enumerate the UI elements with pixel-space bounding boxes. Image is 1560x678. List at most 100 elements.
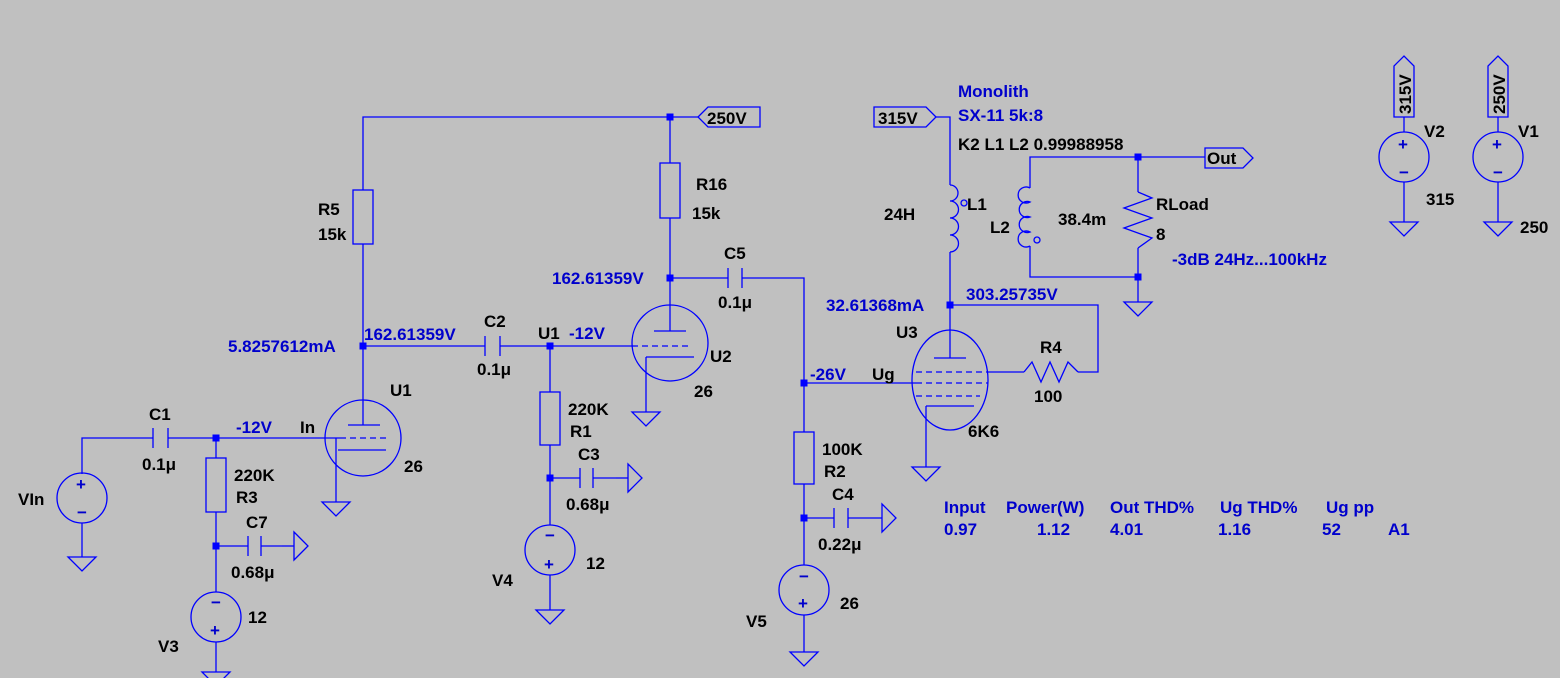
c3-name: C3 xyxy=(578,445,600,464)
net-flag-out-label: Out xyxy=(1207,149,1237,168)
svg-text:+: + xyxy=(798,594,808,613)
u3-current: 32.61368mA xyxy=(826,296,924,315)
capacitor-c5[interactable] xyxy=(727,268,743,288)
u1-grid-voltage: -12V xyxy=(236,418,273,437)
u3-value: 6K6 xyxy=(968,422,999,441)
net-flag-v1[interactable]: 250V xyxy=(1487,55,1509,118)
results-value: 1.16 xyxy=(1218,520,1251,539)
rload-value: 8 xyxy=(1156,225,1165,244)
results-value: 52 xyxy=(1322,520,1341,539)
u1-value: 26 xyxy=(404,457,423,476)
tube-u2[interactable] xyxy=(631,304,709,400)
tube-u3[interactable] xyxy=(911,329,989,455)
net-flag-out[interactable]: Out xyxy=(1204,147,1254,169)
results-header: Power(W) xyxy=(1006,498,1084,517)
results-value: 1.12 xyxy=(1037,520,1070,539)
svg-text:+: + xyxy=(544,555,554,574)
source-v5[interactable]: −+ xyxy=(778,564,830,640)
c2-name: C2 xyxy=(484,312,506,331)
c3-value: 0.68μ xyxy=(566,495,610,514)
u3-grid-voltage: -26V xyxy=(810,365,847,384)
v4-value: 12 xyxy=(586,554,605,573)
svg-text:−: − xyxy=(799,567,809,586)
r3-name: R3 xyxy=(236,488,258,507)
source-v4[interactable]: −+ xyxy=(524,524,576,598)
r4-name: R4 xyxy=(1040,338,1062,357)
v3-name: V3 xyxy=(158,637,179,656)
c7-name: C7 xyxy=(246,513,268,532)
resistor-r5[interactable] xyxy=(352,189,374,245)
svg-text:+: + xyxy=(1492,135,1502,154)
u1-name: U1 xyxy=(390,381,412,400)
results-value: 4.01 xyxy=(1110,520,1143,539)
net-label-in: In xyxy=(300,418,315,437)
rload-name: RLoad xyxy=(1156,195,1209,214)
r2-value: 100K xyxy=(822,440,863,459)
r2-name: R2 xyxy=(824,462,846,481)
net-flag-v2-label: 315V xyxy=(1396,74,1415,114)
source-v1[interactable]: +− xyxy=(1472,131,1524,210)
svg-text:+: + xyxy=(210,621,220,640)
capacitor-c1[interactable] xyxy=(152,428,169,448)
resistor-rload[interactable] xyxy=(1122,191,1154,249)
r1-value: 220K xyxy=(568,400,609,419)
results-value: A1 xyxy=(1388,520,1410,539)
transformer-model: SX-11 5k:8 xyxy=(958,106,1043,125)
resistor-r2[interactable] xyxy=(793,431,815,485)
v1-value: 250 xyxy=(1520,218,1548,237)
r16-value: 15k xyxy=(692,204,721,223)
u2-value: 26 xyxy=(694,382,713,401)
c5-value: 0.1μ xyxy=(718,293,752,312)
r5-value: 15k xyxy=(318,225,347,244)
source-v3[interactable]: −+ xyxy=(190,591,242,660)
resistor-r4[interactable] xyxy=(1023,360,1079,384)
source-v2[interactable]: +− xyxy=(1378,131,1430,210)
v2-value: 315 xyxy=(1426,190,1454,209)
svg-text:−: − xyxy=(211,593,221,612)
v3-value: 12 xyxy=(248,608,267,627)
net-label-ug: Ug xyxy=(872,365,895,384)
capacitor-c4[interactable] xyxy=(833,508,849,528)
u3-name: U3 xyxy=(896,323,918,342)
bandwidth-note: -3dB 24Hz...100kHz xyxy=(1172,250,1327,269)
c5-name: C5 xyxy=(724,244,746,263)
u2-plate-voltage: 162.61359V xyxy=(552,269,644,288)
u3-screen-voltage: 303.25735V xyxy=(966,285,1058,304)
svg-text:+: + xyxy=(1398,135,1408,154)
net-flag-v2[interactable]: 315V xyxy=(1393,55,1415,118)
r4-value: 100 xyxy=(1034,387,1062,406)
v5-value: 26 xyxy=(840,594,859,613)
v4-name: V4 xyxy=(492,571,513,590)
net-flag-315v[interactable]: 315V xyxy=(873,106,937,128)
resistor-r1[interactable] xyxy=(539,391,561,446)
resistor-r3[interactable] xyxy=(205,457,227,513)
wires xyxy=(81,116,1499,592)
tube-u1[interactable] xyxy=(324,399,402,490)
source-vin[interactable]: +− xyxy=(56,472,108,545)
r3-value: 220K xyxy=(234,466,275,485)
svg-text:−: − xyxy=(77,503,87,522)
inductor-l1[interactable] xyxy=(949,184,968,253)
vin-name: VIn xyxy=(18,490,44,509)
inductor-l2[interactable] xyxy=(1017,186,1041,248)
results-header: Input xyxy=(944,498,986,517)
r16-name: R16 xyxy=(696,175,727,194)
u2-grid-voltage: -12V xyxy=(569,324,606,343)
r5-name: R5 xyxy=(318,200,340,219)
l1-value: 24H xyxy=(884,205,915,224)
resistor-r16[interactable] xyxy=(659,162,681,219)
net-flag-v1-label: 250V xyxy=(1490,74,1509,114)
junctions xyxy=(212,113,1142,550)
net-flag-250v-label: 250V xyxy=(707,109,747,128)
results-header: Ug pp xyxy=(1326,498,1374,517)
net-flag-250v[interactable]: 250V xyxy=(697,106,761,128)
results-value: 0.97 xyxy=(944,520,977,539)
transformer-name: Monolith xyxy=(958,82,1029,101)
capacitor-c7[interactable] xyxy=(247,536,262,556)
results-header: Ug THD% xyxy=(1220,498,1297,517)
capacitor-c2[interactable] xyxy=(484,336,501,356)
svg-text:−: − xyxy=(545,526,555,545)
capacitor-c3[interactable] xyxy=(579,468,594,488)
svg-text:−: − xyxy=(1399,163,1409,182)
